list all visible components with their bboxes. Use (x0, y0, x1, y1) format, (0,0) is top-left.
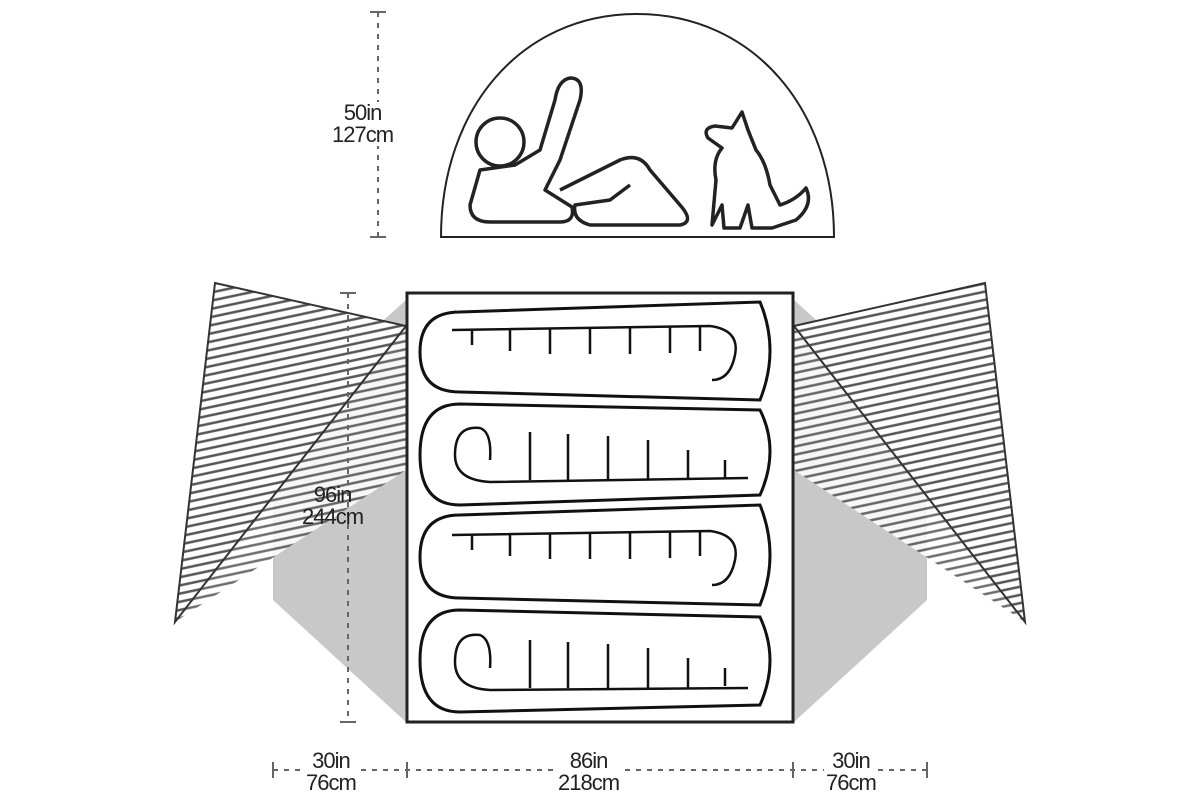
vestibule-right-label: 30in 76cm (824, 750, 878, 794)
sleeping-bags (418, 300, 772, 714)
vestibule-left-label: 30in 76cm (304, 750, 358, 794)
length-cm: 244cm (302, 504, 364, 529)
length-in: 96in (313, 482, 353, 507)
vestibule-right-cm: 76cm (826, 770, 877, 795)
height-label: 50in 127cm (330, 100, 396, 147)
width-cm: 218cm (558, 770, 620, 795)
sleeping-bag (418, 300, 772, 402)
sleeping-bag (418, 608, 772, 714)
dog-icon (704, 110, 811, 230)
tent-side-view (439, 12, 836, 238)
width-dimension-line (272, 762, 928, 778)
height-in: 50in (343, 100, 383, 125)
vestibule-left-cm: 76cm (306, 770, 357, 795)
left-vestibule (173, 281, 408, 722)
vestibule-right-in: 30in (832, 748, 871, 773)
sleeping-bag (418, 503, 772, 607)
person-icon (468, 76, 690, 227)
length-dimension-line (340, 292, 356, 723)
width-label: 86in 218cm (556, 748, 622, 795)
vestibule-left-in: 30in (312, 748, 351, 773)
length-label: 96in 244cm (300, 484, 365, 528)
height-cm: 127cm (332, 122, 394, 147)
width-in: 86in (569, 748, 609, 773)
sleeping-bag (418, 402, 772, 507)
right-vestibule (792, 281, 1027, 722)
